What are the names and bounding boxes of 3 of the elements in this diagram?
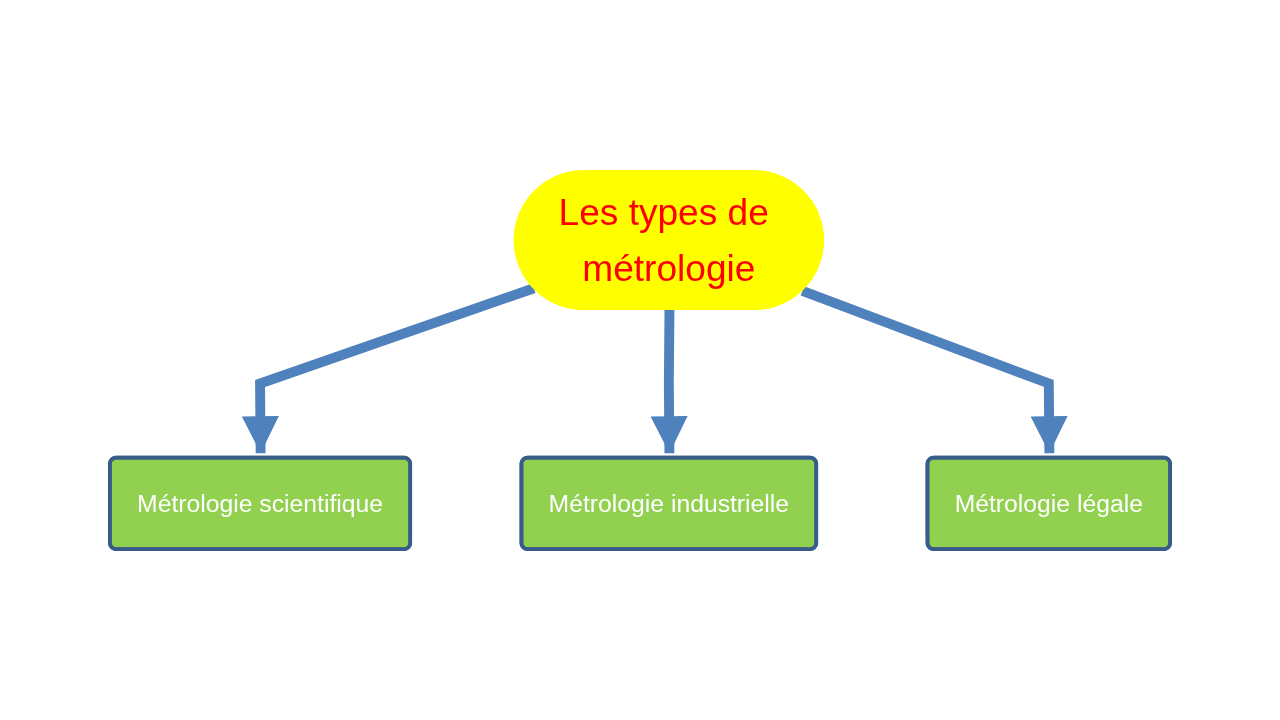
arrow bbox=[650, 309, 688, 454]
arrow bbox=[241, 283, 536, 454]
arrow bbox=[800, 286, 1068, 454]
